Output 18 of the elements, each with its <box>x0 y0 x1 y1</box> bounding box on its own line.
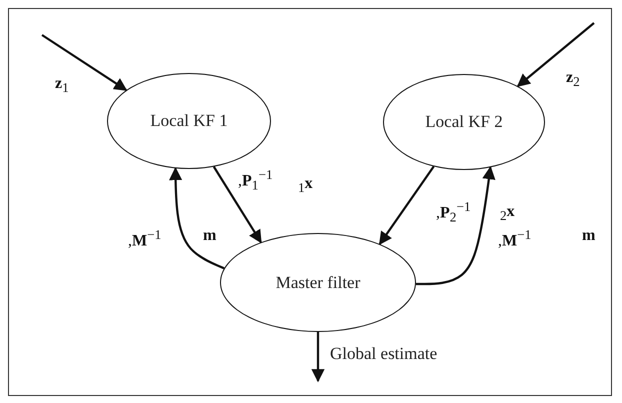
math-label: z$_{1}$ <box>55 76 69 95</box>
math-label: m <box>203 228 216 244</box>
node-label: Local KF 1 <box>150 111 228 131</box>
arrow <box>378 166 435 246</box>
math-label: m <box>582 228 596 244</box>
math-label: z$_{2}$ <box>566 70 580 89</box>
arrow <box>169 167 225 270</box>
math-label: $_{1}$x <box>298 176 313 195</box>
node-label: Local KF 2 <box>425 112 503 132</box>
arrow <box>311 332 325 382</box>
arrow <box>416 166 496 286</box>
math-label: ,M$^{−1}$ <box>498 228 532 250</box>
arrow <box>516 22 595 87</box>
math-label: $_{2}$x <box>500 204 515 223</box>
node-label: Master filter <box>276 272 360 292</box>
arrow <box>41 34 128 92</box>
arrow <box>212 166 262 244</box>
math-label: ,M$^{−1}$ <box>128 228 162 250</box>
